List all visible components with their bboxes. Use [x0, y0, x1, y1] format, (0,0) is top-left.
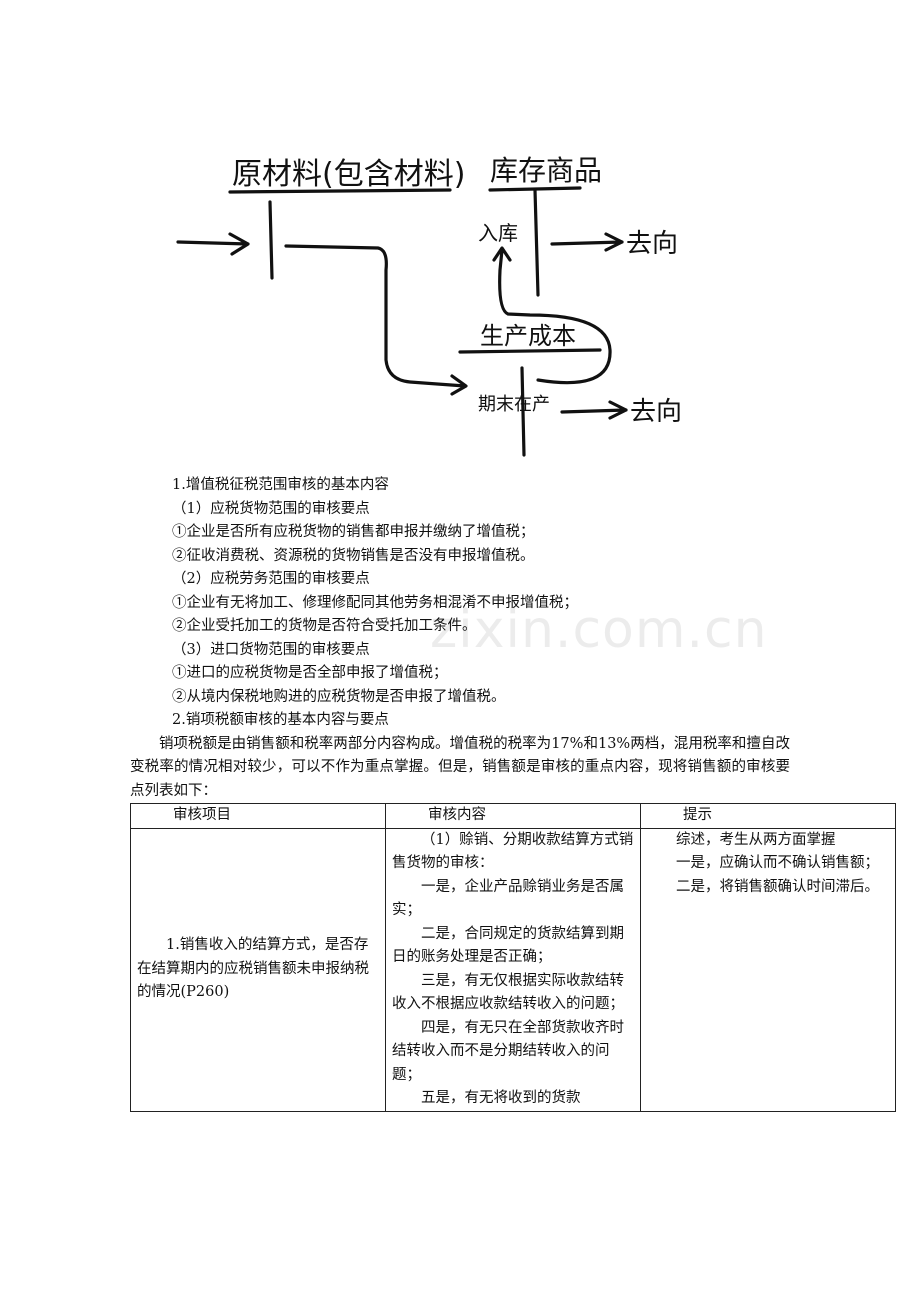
loop-line — [492, 246, 612, 385]
sketch-label-raw: 原材料(包含材料) — [232, 157, 465, 192]
point-2-1: ①企业有无将加工、修理修配同其他劳务相混淆不申报增值税； — [172, 594, 578, 611]
subheading-2: （2）应税劳务范围的审核要点 — [172, 571, 370, 587]
point-2-2: ②企业受托加工的货物是否符合受托加工条件。 — [172, 618, 477, 634]
sketch-label-production: 生产成本 — [480, 322, 576, 350]
inventory-vline — [533, 188, 540, 297]
content-line: 五是，有无将收到的货款 — [421, 1090, 581, 1106]
sketch-drawing: 原材料(包含材料) 库存商品 入库 去向 去向 生产成本 期末在产 — [176, 154, 682, 457]
content-line: 一是，企业产品赊销业务是否属实； — [392, 878, 624, 919]
audit-table: 审核项目 审核内容 提示 1.销售收入的结算方式，是否存在结算期内的应税销售额未… — [130, 803, 896, 1112]
sketch-label-wip: 期末在产 — [478, 394, 550, 415]
watermark: zixin.com.cn — [430, 600, 768, 660]
handwritten-sketch: 原材料(包含材料) 库存商品 入库 去向 去向 生产成本 期末在产 — [160, 110, 760, 470]
tip-line: 综述，考生从两方面掌握 — [676, 831, 836, 848]
sketch-label-dest-2: 去向 — [630, 397, 682, 427]
sketch-label-dest-1: 去向 — [626, 229, 678, 259]
inventory-out-arrow — [550, 232, 624, 252]
point-1-2: ②征收消费税、资源税的货物销售是否没有申报增值税。 — [172, 547, 535, 564]
production-vline — [520, 366, 526, 457]
inflow-arrow — [176, 232, 250, 256]
raw-material-vline — [268, 200, 274, 280]
table-header-content: 审核内容 — [385, 803, 641, 829]
row-item-text: 1.销售收入的结算方式，是否存在结算期内的应税销售额未申报纳税的情况(P260) — [137, 937, 369, 1001]
production-out-arrow — [560, 400, 628, 420]
content-line: 四是，有无只在全部货款收齐时结转收入而不是分期结转收入的问题； — [392, 1019, 624, 1083]
point-1-1: ①企业是否所有应税货物的销售都申报并缴纳了增值税； — [172, 524, 535, 540]
raw-material-underline — [228, 188, 452, 194]
table-cell-item: 1.销售收入的结算方式，是否存在结算期内的应税销售额未申报纳税的情况(P260) — [130, 827, 386, 1112]
tip-line: 二是，将销售额确认时间滞后。 — [676, 878, 879, 895]
table-header-row: 审核项目 审核内容 提示 — [130, 803, 896, 829]
point-3-2: ②从境内保税地购进的应税货物是否申报了增值税。 — [172, 688, 506, 705]
intro-paragraph: 销项税额是由销售额和税率两部分内容构成。增值税的税率为17%和13%两档，混用税… — [130, 735, 790, 799]
subheading-3: （3）进口货物范围的审核要点 — [172, 641, 370, 658]
content-line: 二是，合同规定的货款结算到期日的账务处理是否正确； — [392, 925, 624, 966]
heading-2: 2.销项税额审核的基本内容与要点 — [172, 712, 389, 728]
heading-1: 1.增值税征税范围审核的基本内容 — [172, 477, 389, 493]
content-line: （1）赊销、分期收款结算方式销售货物的审核： — [392, 831, 634, 872]
table-cell-content: （1）赊销、分期收款结算方式销售货物的审核： 一是，企业产品赊销业务是否属实； … — [385, 827, 641, 1112]
subheading-1: （1）应税货物范围的审核要点 — [172, 500, 370, 517]
transfer-line — [284, 244, 468, 396]
table-header-tips: 提示 — [640, 803, 896, 829]
content-line: 三是，有无仅根据实际收款结转收入不根据应收款结转收入的问题； — [392, 972, 624, 1013]
tip-line: 一是，应确认而不确认销售额； — [676, 855, 879, 871]
table-cell-tips: 综述，考生从两方面掌握 一是，应确认而不确认销售额； 二是，将销售额确认时间滞后… — [640, 827, 896, 1112]
sketch-label-in: 入库 — [478, 221, 518, 245]
table-row: 1.销售收入的结算方式，是否存在结算期内的应税销售额未申报纳税的情况(P260)… — [130, 827, 896, 1112]
document-body: 1.增值税征税范围审核的基本内容 （1）应税货物范围的审核要点 ①企业是否所有应… — [130, 474, 896, 1112]
sketch-label-inventory: 库存商品 — [490, 154, 602, 187]
table-header-item: 审核项目 — [130, 803, 386, 829]
production-underline — [458, 348, 602, 354]
point-3-1: ①进口的应税货物是否全部申报了增值税； — [172, 665, 448, 681]
